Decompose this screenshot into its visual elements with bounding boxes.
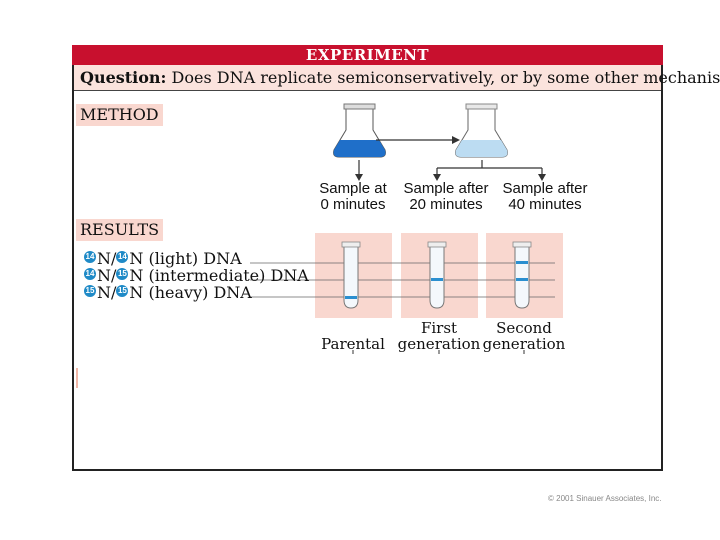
- tube-first-generation-icon: [427, 241, 447, 309]
- sampling-arrowheads: [355, 174, 546, 181]
- sample-label-40: Sample after 40 minutes: [502, 180, 588, 213]
- isotope-badge: 15: [116, 268, 129, 280]
- flask-14n-icon: [333, 103, 386, 158]
- sample-label-20: Sample after 20 minutes: [403, 180, 489, 213]
- generation-label-parental: Parental: [321, 335, 385, 353]
- band-second-light: [516, 261, 528, 264]
- band-second-intermediate: [516, 278, 528, 281]
- question-text: Does DNA replicate semiconservatively, o…: [171, 68, 720, 87]
- question-label: Question:: [80, 68, 167, 87]
- band-first-intermediate: [431, 278, 443, 281]
- question-bar: Question: Does DNA replicate semiconserv…: [74, 65, 720, 91]
- results-label: RESULTS: [76, 219, 164, 241]
- panel-title: EXPERIMENT: [72, 45, 663, 65]
- generation-ticks: [352, 350, 525, 354]
- flask-15n-icon: [455, 103, 508, 158]
- generation-label-first: First generation: [397, 319, 481, 353]
- experiment-panel: [72, 45, 663, 471]
- isotope-badge: 15: [116, 285, 129, 297]
- isotope-badge: 14: [116, 251, 129, 263]
- isotope-badge: 14: [84, 251, 96, 263]
- method-label: METHOD: [76, 104, 163, 126]
- dna-bands: [345, 261, 528, 299]
- isotope-badge: 14: [84, 268, 96, 280]
- isotope-badge: 15: [84, 285, 96, 297]
- band-parental-heavy: [345, 296, 357, 299]
- generation-label-second: Second generation: [482, 319, 566, 353]
- tube-second-generation-icon: [512, 241, 532, 309]
- band-reference-lines: [250, 262, 555, 298]
- sampling-arrows: [358, 160, 543, 175]
- transfer-arrow: [376, 136, 460, 144]
- copyright-notice: © 2001 Sinauer Associates, Inc.: [548, 494, 662, 503]
- tube-parental-icon: [341, 241, 361, 309]
- sample-label-0: Sample at 0 minutes: [319, 180, 387, 213]
